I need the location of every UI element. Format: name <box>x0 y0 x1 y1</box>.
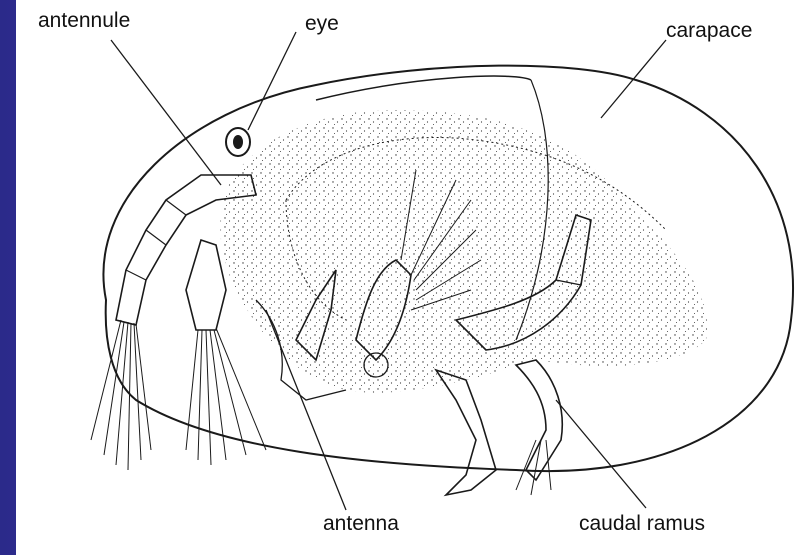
walking-leg <box>436 370 496 495</box>
caudal-ramus-shape <box>516 360 562 480</box>
leader-caudal-ramus <box>556 400 646 508</box>
antennule-setae <box>91 320 151 470</box>
caudal-ramus-setae <box>516 440 551 495</box>
ostracod-illustration <box>16 0 799 555</box>
label-carapace: carapace <box>666 20 752 41</box>
leader-eye <box>248 32 296 130</box>
label-eye: eye <box>305 13 339 34</box>
label-antennule: antennule <box>38 10 130 31</box>
leader-antennule <box>111 40 221 185</box>
antenna-setae <box>186 328 266 465</box>
eye-pupil <box>233 135 243 149</box>
label-caudal-ramus: caudal ramus <box>579 513 705 534</box>
leader-carapace <box>601 40 666 118</box>
label-antenna: antenna <box>323 513 399 534</box>
antenna-limb <box>186 240 226 330</box>
diagram-panel: antennule eye carapace antenna caudal ra… <box>16 0 799 555</box>
